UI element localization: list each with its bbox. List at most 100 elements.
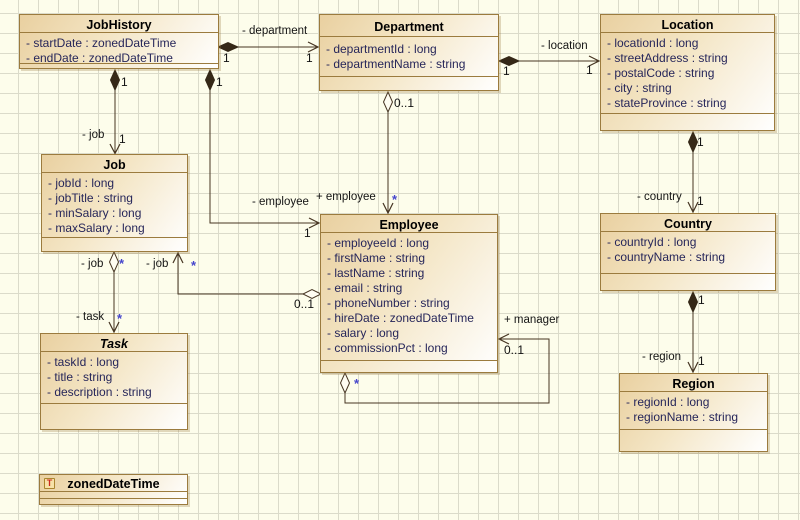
entity-title: Employee xyxy=(321,215,497,233)
attribute: - phoneNumber : string xyxy=(327,296,450,310)
multiplicity: 1 xyxy=(216,75,223,89)
class-jobhistory[interactable]: JobHistory - startDate : zonedDateTime -… xyxy=(19,14,219,69)
class-country[interactable]: Country - countryId : long - countryName… xyxy=(600,213,776,291)
edge-jobhistory-job[interactable] xyxy=(109,68,121,155)
attributes-compartment: - employeeId : long - firstName : string… xyxy=(321,233,497,360)
attribute: - startDate : zonedDateTime xyxy=(26,36,177,50)
class-region[interactable]: Region - regionId : long - regionName : … xyxy=(619,373,768,452)
role-label: - region xyxy=(642,351,681,363)
composition-diamond xyxy=(109,68,121,92)
arrowhead xyxy=(687,201,699,214)
multiplicity: 0..1 xyxy=(504,343,525,357)
attributes-compartment: - locationId : long - streetAddress : st… xyxy=(601,33,774,113)
multiplicity: 1 xyxy=(697,135,704,149)
datatype-compartment xyxy=(40,498,187,504)
composition-diamond xyxy=(687,130,699,154)
edge-department-location[interactable] xyxy=(497,55,601,67)
datatype-zoneddatetime[interactable]: T zonedDateTime xyxy=(39,474,188,505)
class-location[interactable]: Location - locationId : long - streetAdd… xyxy=(600,14,775,131)
aggregation-diamond xyxy=(339,371,351,395)
attribute: - departmentName : string xyxy=(326,57,466,71)
multiplicity: 1 xyxy=(586,63,593,77)
edge-jobhistory-employee[interactable] xyxy=(204,68,321,229)
aggregation-diamond xyxy=(382,90,394,114)
operations-compartment xyxy=(42,237,187,251)
multiplicity: 1 xyxy=(503,64,510,78)
arrowhead xyxy=(588,55,601,67)
role-label: + employee xyxy=(316,191,376,203)
edge-employee-manager[interactable] xyxy=(339,333,550,404)
arrowhead xyxy=(687,361,699,374)
multiplicity: 1 xyxy=(119,132,126,146)
attribute: - endDate : zonedDateTime xyxy=(26,51,173,65)
edge-department-employee[interactable] xyxy=(382,90,394,215)
entity-title: JobHistory xyxy=(20,15,218,33)
operations-compartment xyxy=(321,360,497,372)
attribute: - streetAddress : string xyxy=(607,51,728,65)
attribute: - salary : long xyxy=(327,326,400,340)
edge-jobhistory-department[interactable] xyxy=(216,41,320,53)
attribute: - regionId : long xyxy=(626,395,710,409)
attribute: - minSalary : long xyxy=(48,206,142,220)
class-employee[interactable]: Employee - employeeId : long - firstName… xyxy=(320,214,498,373)
attribute: - stateProvince : string xyxy=(607,96,727,110)
attribute: - countryName : string xyxy=(607,250,726,264)
attributes-compartment: - startDate : zonedDateTime - endDate : … xyxy=(20,33,218,65)
edge-location-country[interactable] xyxy=(687,130,699,214)
role-label: - job xyxy=(146,258,169,270)
multiplicity: 1 xyxy=(698,293,705,307)
class-job[interactable]: Job - jobId : long - jobTitle : string -… xyxy=(41,154,188,252)
arrowhead xyxy=(172,251,184,264)
multiplicity: 1 xyxy=(223,51,230,65)
edge-employee-job[interactable] xyxy=(172,251,323,300)
attribute: - departmentId : long xyxy=(326,42,437,56)
operations-compartment xyxy=(601,273,775,290)
attribute: - taskId : long xyxy=(47,355,120,369)
operations-compartment xyxy=(20,63,218,68)
composition-diamond xyxy=(687,290,699,314)
class-task[interactable]: Task - taskId : long - title : string - … xyxy=(40,333,188,430)
attribute: - regionName : string xyxy=(626,410,739,424)
attribute: - locationId : long xyxy=(607,36,699,50)
attribute: - jobTitle : string xyxy=(48,191,133,205)
attributes-compartment: - jobId : long - jobTitle : string - min… xyxy=(42,173,187,237)
operations-compartment xyxy=(41,403,187,429)
attribute: - commissionPct : long xyxy=(327,341,448,355)
multiplicity: * xyxy=(354,376,360,391)
entity-title: Location xyxy=(601,15,774,33)
multiplicity: * xyxy=(191,258,197,273)
arrowhead xyxy=(307,41,320,53)
attributes-compartment: - departmentId : long - departmentName :… xyxy=(320,37,498,76)
role-label: - location xyxy=(541,40,588,52)
attribute: - employeeId : long xyxy=(327,236,430,250)
multiplicity: 0..1 xyxy=(394,96,415,110)
operations-compartment xyxy=(620,429,767,451)
multiplicity: 0..1 xyxy=(294,297,315,311)
attribute: - email : string xyxy=(327,281,403,295)
arrowhead xyxy=(382,202,394,215)
edge-job-task[interactable] xyxy=(108,250,120,334)
attribute: - description : string xyxy=(47,385,152,399)
role-label: - task xyxy=(76,311,105,323)
attribute: - firstName : string xyxy=(327,251,426,265)
multiplicity: 1 xyxy=(697,194,704,208)
class-department[interactable]: Department - departmentId : long - depar… xyxy=(319,14,499,91)
entity-title: Department xyxy=(320,15,498,37)
multiplicity: * xyxy=(392,192,398,207)
edge-country-region[interactable] xyxy=(687,290,699,374)
role-label: - department xyxy=(242,25,308,37)
role-label: + manager xyxy=(504,314,560,326)
operations-compartment xyxy=(320,76,498,90)
attribute: - city : string xyxy=(607,81,672,95)
entity-title: Region xyxy=(620,374,767,392)
attributes-compartment: - regionId : long - regionName : string xyxy=(620,392,767,429)
role-label: - job xyxy=(81,258,104,270)
arrowhead xyxy=(497,333,510,345)
entity-title: Task xyxy=(41,334,187,352)
composition-diamond xyxy=(216,41,240,53)
entity-title: Job xyxy=(42,155,187,173)
type-icon: T xyxy=(44,478,55,489)
aggregation-diamond xyxy=(108,250,120,274)
